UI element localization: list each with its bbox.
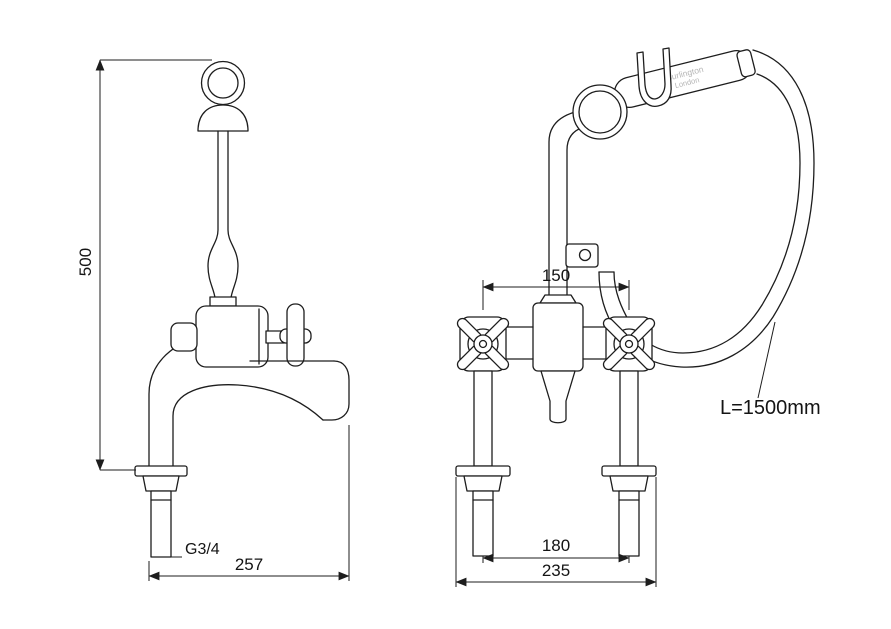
- crosshead-side-vbar: [286, 303, 305, 367]
- hose-inner-edge: [613, 73, 801, 354]
- hose-length-label: L=1500mm: [720, 397, 821, 419]
- dimension-height-500: 500: [76, 59, 212, 471]
- dim-depth-label: 257: [235, 555, 263, 574]
- spout-nose: [322, 360, 350, 421]
- side-knob: [170, 322, 198, 352]
- base-nut-side: [142, 475, 180, 492]
- left-crosshead-handle: [456, 317, 510, 371]
- dim-handle-centres-label: 150: [542, 266, 570, 285]
- dim-thread-label: G3/4: [185, 541, 220, 558]
- left-threaded-shank: [472, 490, 494, 557]
- dimension-leg-centres-180: 180: [482, 536, 630, 563]
- right-threaded-shank: [618, 490, 640, 557]
- left-crosshead-hub: [473, 334, 493, 354]
- hose-leader-line: [757, 321, 776, 399]
- handset-head-inner: [578, 90, 622, 134]
- right-crosshead-hub: [619, 334, 639, 354]
- handset-hose-connector: [736, 49, 756, 78]
- mixer-center-block: [532, 302, 584, 372]
- hose-length-callout: L=1500mm: [720, 321, 821, 419]
- right-base-flange: [601, 465, 657, 477]
- hose-retainer-fitting: [565, 243, 599, 268]
- riser-column-right-edge: [227, 130, 239, 299]
- right-base-nut: [609, 475, 649, 492]
- riser-pipe-left-edge: [548, 111, 576, 303]
- spout-underside: [172, 384, 324, 467]
- side-view: [134, 60, 350, 558]
- dimension-depth-257: 257: [148, 425, 350, 581]
- cradle-bell: [197, 104, 249, 132]
- dimension-handle-centres-150: 150: [482, 266, 630, 310]
- shower-handset: Burlington London: [572, 47, 756, 140]
- spout-outlet-funnel: [540, 370, 576, 424]
- dim-height-label: 500: [76, 248, 95, 276]
- handset-cradle: [636, 47, 672, 107]
- base-flange-side: [134, 465, 188, 477]
- dimension-overall-width-235: 235: [455, 477, 657, 587]
- threaded-shank-side: [150, 490, 172, 558]
- left-base-flange: [455, 465, 511, 477]
- dimension-thread: G3/4: [161, 541, 220, 558]
- cradle-ring-inner: [207, 67, 239, 99]
- left-base-nut: [463, 475, 503, 492]
- right-leg: [619, 370, 639, 467]
- front-view: Burlington London: [455, 47, 815, 557]
- handset-head-outer: [572, 84, 628, 140]
- hose-retainer-screw: [578, 248, 592, 262]
- dim-overall-width-label: 235: [542, 561, 570, 580]
- valve-top-cap: [209, 296, 237, 307]
- riser-column-left-edge: [207, 130, 219, 299]
- riser-base-flare: [539, 294, 577, 304]
- valve-body: [195, 305, 269, 368]
- dim-leg-centres-label: 180: [542, 536, 570, 555]
- left-crosshead-indice: [478, 339, 488, 349]
- left-leg: [473, 370, 493, 467]
- right-crosshead-handle: [602, 317, 656, 371]
- right-crosshead-indice: [624, 339, 634, 349]
